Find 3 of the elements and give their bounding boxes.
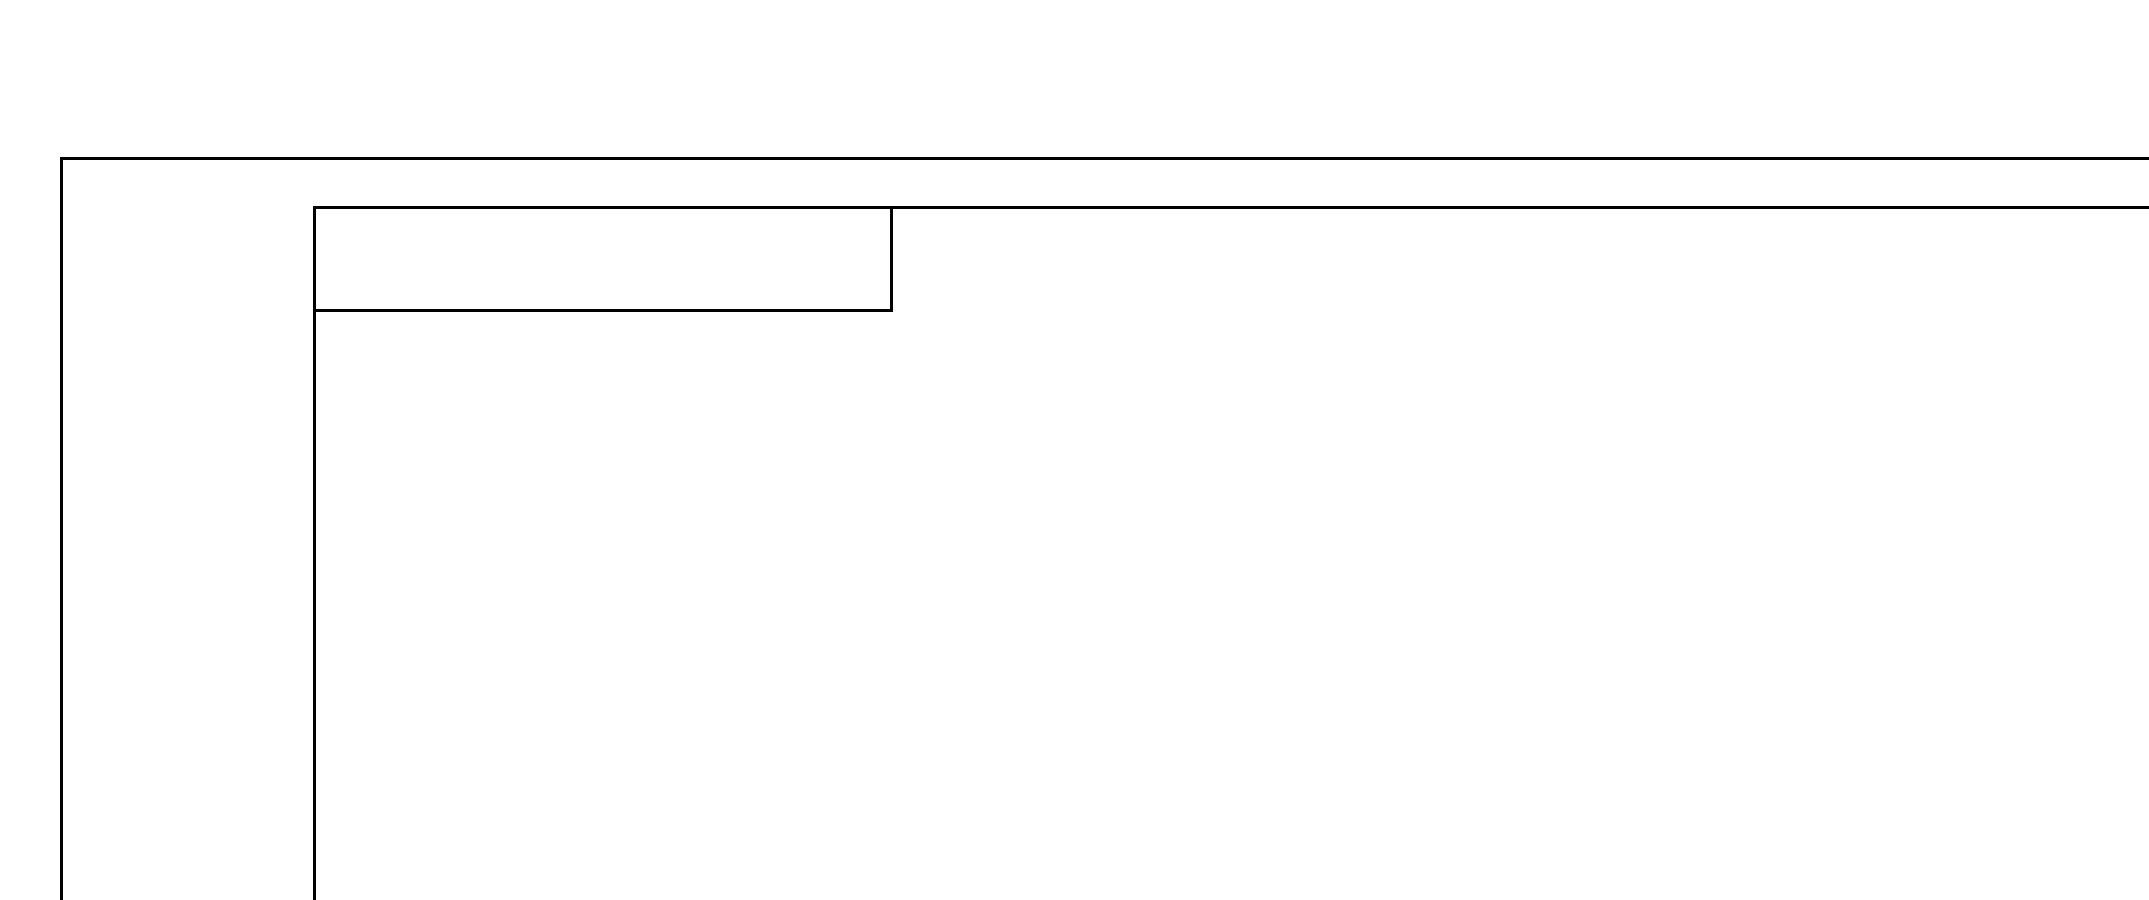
tab-box — [313, 206, 893, 312]
frame-box — [313, 206, 2149, 900]
frame-box — [60, 157, 2149, 900]
